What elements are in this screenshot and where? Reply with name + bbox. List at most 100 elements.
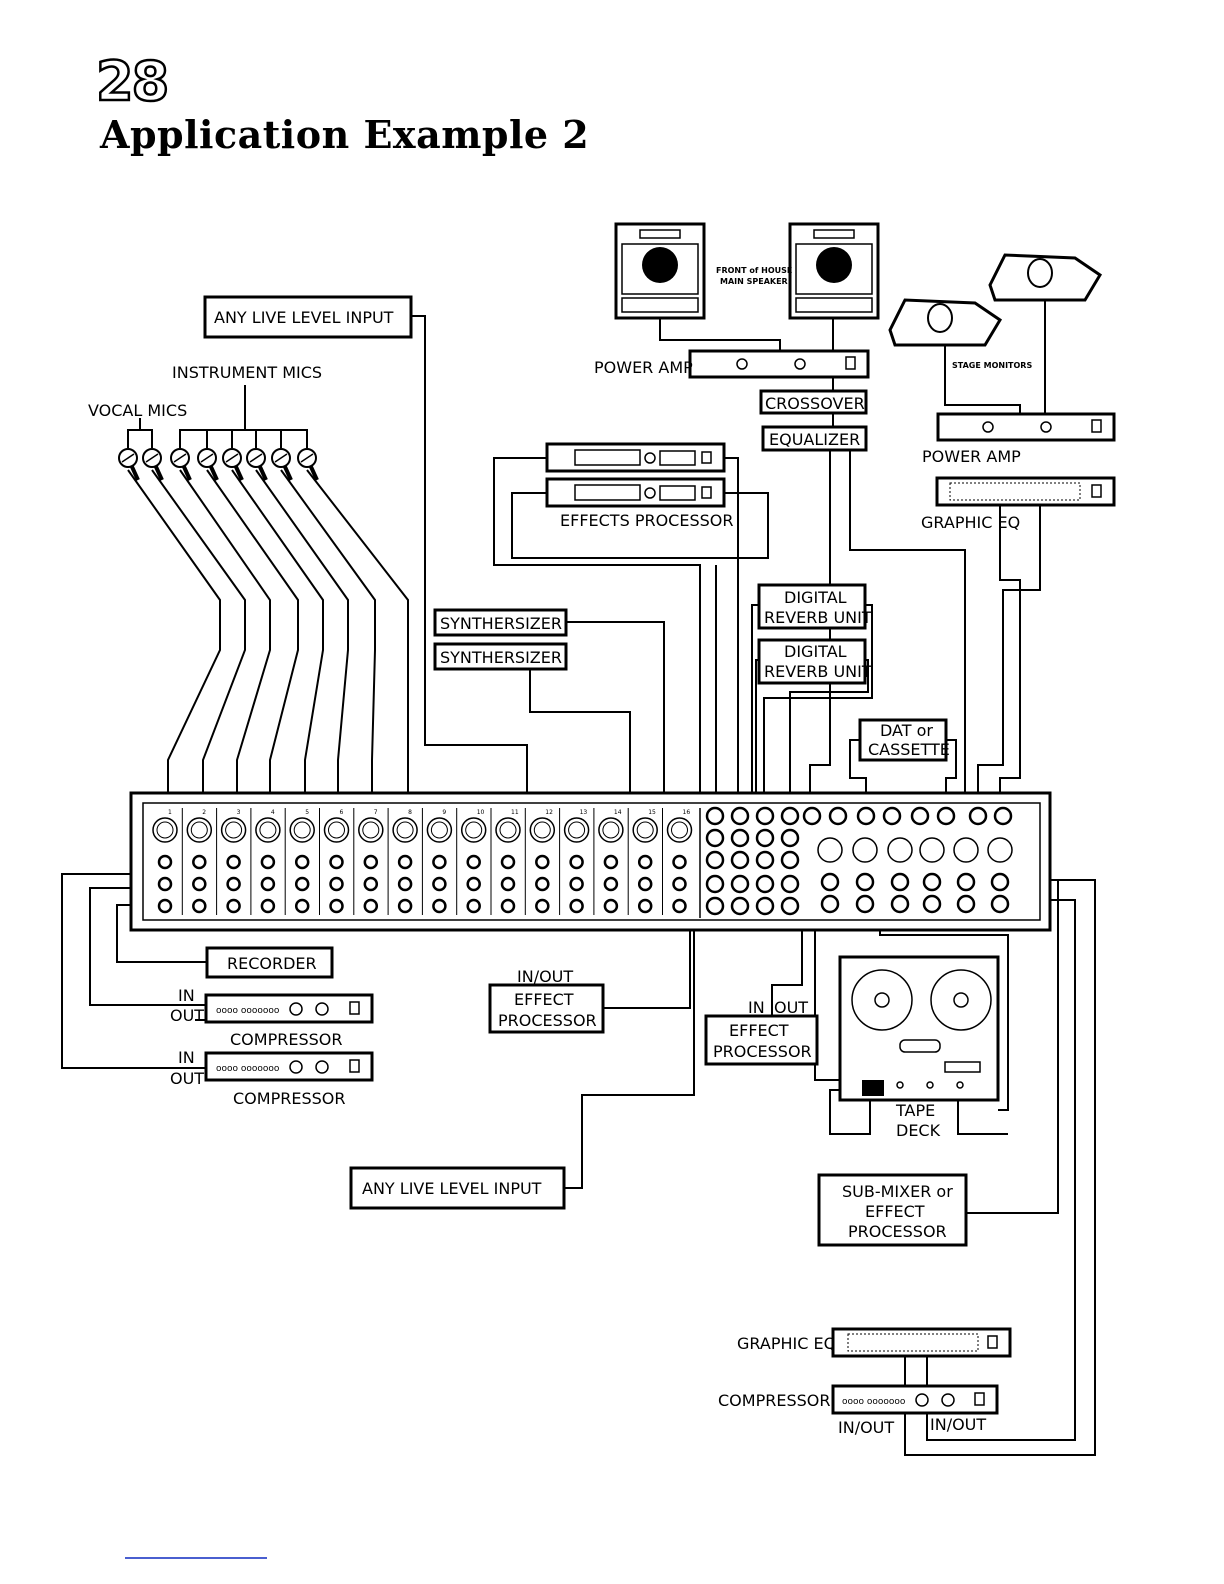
cables [61, 300, 1096, 1456]
jack[interactable] [192, 876, 207, 892]
jack[interactable] [637, 854, 653, 870]
jack[interactable] [637, 876, 653, 892]
master-jack[interactable] [780, 896, 800, 916]
master-jack[interactable] [890, 872, 910, 892]
jack[interactable] [157, 898, 173, 914]
xlr-output-jack[interactable] [919, 837, 945, 863]
master-jack[interactable] [705, 850, 725, 870]
master-jack[interactable] [705, 896, 725, 916]
jack[interactable] [294, 876, 310, 892]
jack[interactable] [397, 854, 413, 870]
master-jack[interactable] [855, 894, 875, 914]
master-jack[interactable] [922, 894, 942, 914]
effects-processor-1 [545, 442, 726, 473]
jack[interactable] [397, 898, 413, 914]
master-jack[interactable] [820, 894, 840, 914]
jack[interactable] [260, 898, 276, 914]
master-jack[interactable] [910, 806, 930, 826]
xlr-output-jack[interactable] [852, 837, 878, 863]
xlr-output-jack[interactable] [887, 837, 913, 863]
jack[interactable] [672, 876, 687, 892]
jack[interactable] [672, 854, 687, 870]
master-jack[interactable] [968, 806, 988, 826]
master-jack[interactable] [730, 806, 750, 826]
master-jack[interactable] [828, 806, 848, 826]
jack[interactable] [260, 854, 276, 870]
master-jack[interactable] [780, 850, 800, 870]
master-jack[interactable] [802, 806, 822, 826]
jack[interactable] [466, 854, 481, 870]
master-jack[interactable] [755, 828, 775, 848]
xlr-output-jack[interactable] [987, 837, 1013, 863]
jack[interactable] [192, 854, 207, 870]
jack[interactable] [672, 898, 687, 914]
xlr-output-jack[interactable] [953, 837, 979, 863]
jack[interactable] [363, 876, 379, 892]
jack[interactable] [226, 898, 241, 914]
master-jack[interactable] [780, 806, 800, 826]
jack[interactable] [569, 854, 584, 870]
jack[interactable] [192, 898, 207, 914]
master-jack[interactable] [755, 896, 775, 916]
jack[interactable] [500, 854, 516, 870]
master-jack[interactable] [730, 874, 750, 894]
master-jack[interactable] [890, 894, 910, 914]
jack[interactable] [363, 898, 379, 914]
master-jack[interactable] [856, 806, 876, 826]
jack[interactable] [157, 854, 173, 870]
fx2-line2: PROCESSOR [713, 1042, 812, 1061]
master-jack[interactable] [730, 828, 750, 848]
master-jack[interactable] [956, 872, 976, 892]
jack[interactable] [260, 876, 276, 892]
mixer-channel: 6 [319, 808, 350, 915]
jack[interactable] [226, 854, 241, 870]
master-jack[interactable] [990, 872, 1010, 892]
master-jack[interactable] [755, 806, 775, 826]
master-jack[interactable] [820, 872, 840, 892]
jack[interactable] [432, 854, 447, 870]
jack[interactable] [466, 898, 481, 914]
jack[interactable] [603, 854, 619, 870]
inout-left: IN/OUT [838, 1418, 894, 1437]
master-jack[interactable] [780, 828, 800, 848]
master-jack[interactable] [755, 850, 775, 870]
jack[interactable] [535, 898, 550, 914]
master-jack[interactable] [936, 806, 956, 826]
jack[interactable] [637, 898, 653, 914]
jack[interactable] [603, 876, 619, 892]
master-jack[interactable] [755, 874, 775, 894]
jack[interactable] [329, 876, 344, 892]
jack[interactable] [569, 876, 584, 892]
jack[interactable] [294, 898, 310, 914]
jack[interactable] [569, 898, 584, 914]
master-jack[interactable] [922, 872, 942, 892]
jack[interactable] [466, 876, 481, 892]
jack[interactable] [535, 854, 550, 870]
master-jack[interactable] [993, 806, 1013, 826]
master-jack[interactable] [730, 850, 750, 870]
master-jack[interactable] [956, 894, 976, 914]
jack[interactable] [397, 876, 413, 892]
jack[interactable] [294, 854, 310, 870]
xlr-output-jack[interactable] [817, 837, 843, 863]
master-jack[interactable] [882, 806, 902, 826]
jack[interactable] [500, 876, 516, 892]
jack[interactable] [432, 876, 447, 892]
master-jack[interactable] [705, 828, 725, 848]
jack[interactable] [226, 876, 241, 892]
jack[interactable] [500, 898, 516, 914]
jack[interactable] [329, 898, 344, 914]
page-number: 28 [95, 49, 171, 115]
jack[interactable] [157, 876, 173, 892]
master-jack[interactable] [730, 896, 750, 916]
master-jack[interactable] [855, 872, 875, 892]
jack[interactable] [535, 876, 550, 892]
master-jack[interactable] [990, 894, 1010, 914]
master-jack[interactable] [705, 806, 725, 826]
jack[interactable] [603, 898, 619, 914]
master-jack[interactable] [780, 874, 800, 894]
master-jack[interactable] [705, 874, 725, 894]
jack[interactable] [432, 898, 447, 914]
jack[interactable] [363, 854, 379, 870]
jack[interactable] [329, 854, 344, 870]
